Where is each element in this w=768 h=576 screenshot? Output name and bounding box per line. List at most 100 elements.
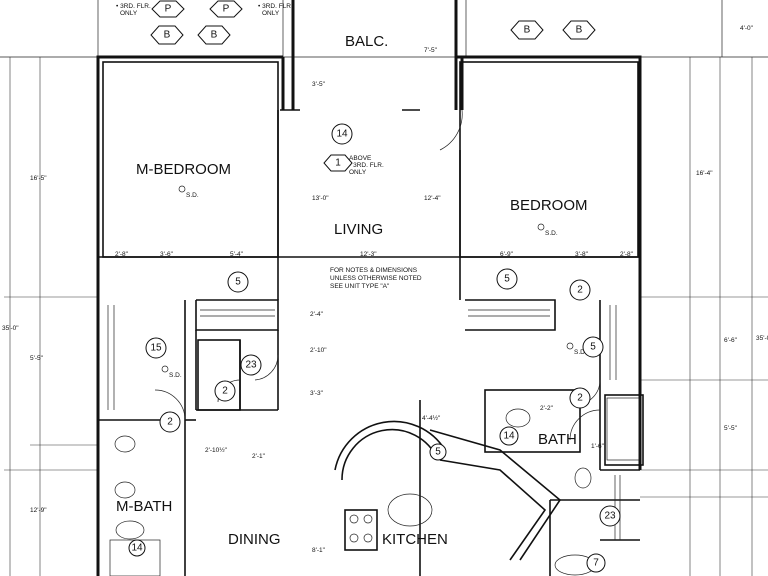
room-label-dining: DINING [228, 531, 281, 548]
svg-text:7: 7 [593, 558, 599, 569]
svg-text:B: B [164, 30, 171, 41]
room-label-bedroom: BEDROOM [510, 197, 588, 214]
circle-tag-5-bath: 5 [582, 336, 604, 358]
svg-text:5: 5 [590, 342, 596, 353]
circle-tag-15: 15 [145, 337, 167, 359]
svg-text:5: 5 [235, 277, 241, 288]
dim-3-3: 3'-3" [310, 390, 324, 397]
dim-2-8-left: 2'-8" [115, 251, 129, 258]
room-label-master-bath: M-BATH [116, 498, 172, 515]
dim-1-6: 1'-6" [591, 443, 605, 450]
svg-text:B: B [211, 30, 218, 41]
sd-label-br: S.D. [545, 230, 558, 237]
dim-2-2: 2'-2" [540, 405, 554, 412]
interior-walls [98, 61, 644, 576]
only-note-tr: ONLY [262, 10, 280, 17]
svg-text:P: P [165, 4, 172, 15]
svg-text:2: 2 [577, 393, 583, 404]
dim-35-0-right: 35'-0" [756, 335, 768, 342]
room-label-living: LIVING [334, 221, 383, 238]
circle-tag-14-bath: 14 [499, 426, 519, 446]
dim-2-10: 2'-10" [310, 347, 327, 354]
dim-5-5-left: 5'-5" [30, 355, 44, 362]
dim-7-5: 7'-5" [424, 47, 438, 54]
note-line-1: FOR NOTES & DIMENSIONS [330, 267, 418, 274]
svg-text:B: B [524, 25, 531, 36]
exterior-walls [96, 0, 642, 576]
dim-2-10-half: 2'-10½" [205, 446, 228, 454]
circle-tag-23-hall: 23 [240, 354, 262, 376]
dim-5-5-right: 5'-5" [724, 425, 738, 432]
hex-tag-p2: P [209, 0, 243, 18]
svg-text:15: 15 [150, 343, 162, 354]
svg-text:2: 2 [222, 386, 228, 397]
circle-tag-2-bath: 2 [569, 387, 591, 409]
dim-16-4: 16'-4" [696, 170, 713, 177]
hex-tag-1: 1 [323, 154, 353, 172]
dim-2-4: 2'-4" [310, 311, 324, 318]
closet-lines [107, 305, 621, 540]
dim-12-9: 12'-9" [30, 507, 47, 514]
dim-3-5: 3'-5" [312, 81, 326, 88]
note-line-3: SEE UNIT TYPE "A" [330, 283, 390, 290]
hex-tag-p1: P [151, 0, 185, 18]
dim-5-4: 5'-4" [230, 251, 244, 258]
dim-4-4: 4'-4½" [422, 414, 441, 422]
dim-16-5: 16'-5" [30, 175, 47, 182]
above-note-2: • 3RD. FLR. [349, 162, 384, 169]
svg-text:P: P [223, 4, 230, 15]
svg-text:14: 14 [503, 431, 515, 442]
dim-6-9: 6'-9" [500, 251, 514, 258]
hex-tag-b3: B [510, 20, 544, 40]
sd-label-hall: S.D. [169, 372, 182, 379]
circle-tag-2-mbath: 2 [159, 411, 181, 433]
room-label-bath: BATH [538, 431, 577, 448]
svg-text:14: 14 [336, 129, 348, 140]
svg-text:B: B [576, 25, 583, 36]
circle-tag-7: 7 [586, 553, 606, 573]
dim-12-3: 12'-3" [360, 251, 377, 258]
circle-tag-5-kitchen: 5 [429, 443, 447, 461]
svg-text:5: 5 [504, 274, 510, 285]
above-note-1: ABOVE [349, 155, 372, 162]
kitchen-counter [334, 420, 562, 561]
room-label-master-bedroom: M-BEDROOM [136, 161, 231, 178]
sd-label-bath: S.D. [574, 349, 587, 356]
dim-3-6: 3'-6" [160, 251, 174, 258]
dim-3-8: 3'-8" [575, 251, 589, 258]
room-label-balcony: BALC. [345, 33, 388, 50]
svg-text:2: 2 [167, 417, 173, 428]
third-floor-note-tl: • 3RD. FLR. [116, 3, 151, 10]
svg-text:2: 2 [577, 285, 583, 296]
svg-text:5: 5 [435, 447, 441, 458]
hex-tag-b1: B [150, 25, 184, 45]
dim-8-1: 8'-1" [312, 547, 326, 554]
note-line-2: UNLESS OTHERWISE NOTED [330, 275, 422, 282]
circle-tag-5-mbr: 5 [227, 271, 249, 293]
hex-tag-b4: B [562, 20, 596, 40]
svg-text:14: 14 [131, 543, 143, 554]
dim-13-0: 13'-0" [312, 195, 329, 202]
third-floor-note-tr: • 3RD. FLR. [258, 3, 293, 10]
room-label-kitchen: KITCHEN [382, 531, 448, 548]
above-note-3: ONLY [349, 169, 367, 176]
sd-label-mbr: S.D. [186, 192, 199, 199]
svg-text:1: 1 [335, 158, 341, 169]
svg-text:23: 23 [604, 511, 616, 522]
svg-text:23: 23 [245, 360, 257, 371]
circle-tag-23-wd: 23 [599, 505, 621, 527]
circle-tag-2-hall: 2 [214, 380, 236, 402]
circle-tag-2-br: 2 [569, 279, 591, 301]
circle-tag-14-mbath: 14 [128, 539, 146, 557]
circle-tag-14-living: 14 [331, 123, 353, 145]
circle-tag-5-br: 5 [496, 268, 518, 290]
dim-4-0: 4'-0" [740, 25, 754, 32]
smoke-detector-icons [161, 185, 574, 373]
dim-12-4: 12'-4" [424, 195, 441, 202]
bath-fixtures [109, 397, 640, 576]
dim-6-6: 6'-6" [724, 337, 738, 344]
only-note-tl: ONLY [120, 10, 138, 17]
dim-35-0-left: 35'-0" [2, 325, 19, 332]
side-dimension-lines [4, 57, 768, 576]
